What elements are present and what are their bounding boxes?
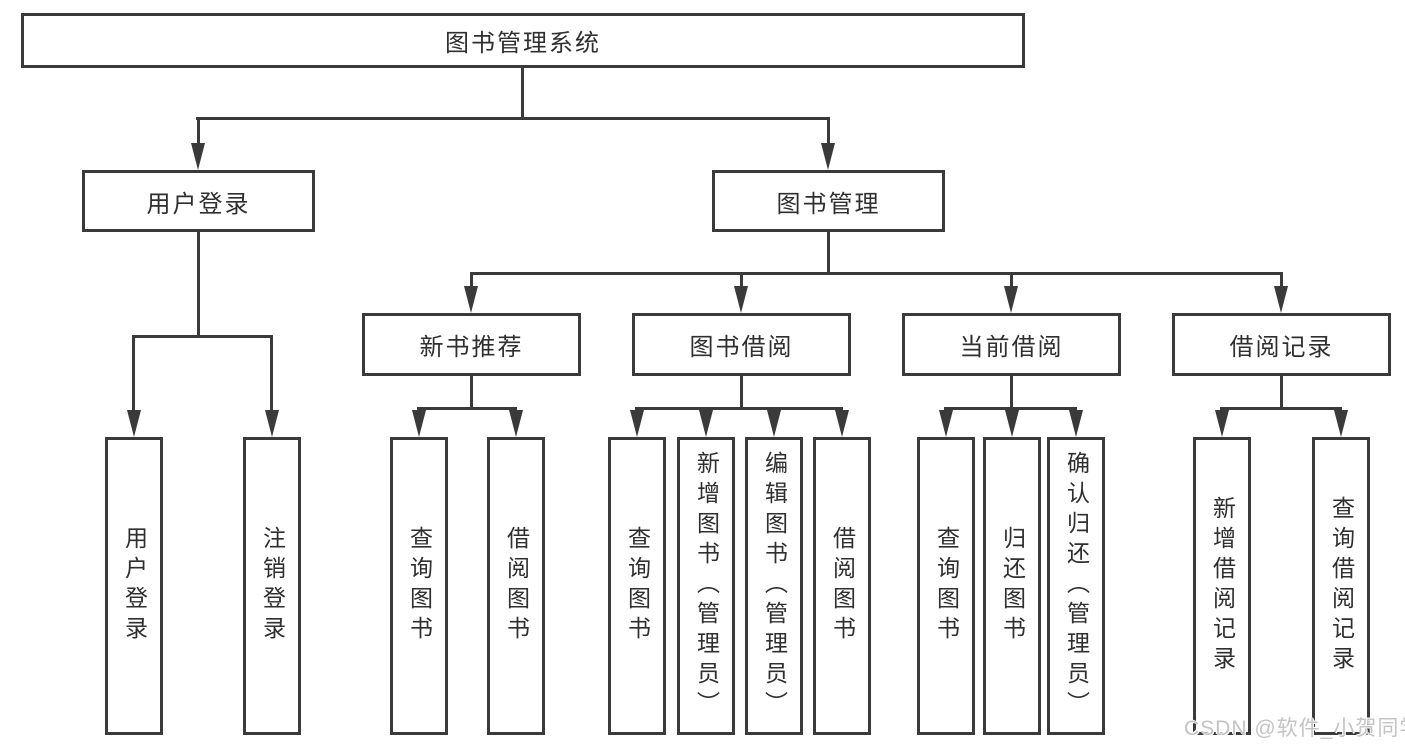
leaf-add-book-admin: 新增图书（管理员） [677, 437, 735, 735]
node-library-management-system: 图书管理系统 [21, 13, 1025, 68]
connector-book-mgmt-drop-3 [1010, 272, 1013, 289]
arrow-down-icon [464, 286, 478, 313]
arrow-down-icon [509, 410, 523, 437]
leaf-logout: 注销登录 [243, 437, 301, 735]
watermark: CSDN @软件_小贺同学 [1184, 717, 1405, 740]
connector-root-rail [196, 117, 830, 120]
node-current-borrowing: 当前借阅 [902, 313, 1121, 376]
connector-root-drop-left [197, 117, 200, 146]
leaf-query-books-1: 查询图书 [390, 437, 448, 735]
leaf-borrow-books-2: 借阅图书 [813, 437, 871, 735]
connector-new-book-rail [417, 407, 517, 410]
leaf-query-books-3: 查询图书 [917, 437, 975, 735]
arrow-down-icon [1069, 410, 1083, 437]
connector-borrowing-rail [635, 407, 843, 410]
arrow-down-icon [127, 410, 141, 437]
connector-new-book-stub [470, 376, 473, 410]
connector-borrowing-stub [740, 376, 743, 410]
connector-root-stub [521, 68, 524, 120]
connector-current-stub [1010, 376, 1013, 410]
connector-user-login-drop-2 [270, 335, 273, 413]
arrow-down-icon [1005, 410, 1019, 437]
leaf-confirm-return-admin: 确认归还（管理员） [1047, 437, 1105, 735]
connector-book-mgmt-stub [827, 232, 830, 275]
arrow-down-icon [1004, 286, 1018, 313]
node-book-management: 图书管理 [712, 170, 945, 232]
connector-book-mgmt-drop-2 [740, 272, 743, 289]
arrow-down-icon [265, 410, 279, 437]
leaf-add-borrow-record: 新增借阅记录 [1193, 437, 1251, 735]
node-borrowing-records: 借阅记录 [1172, 313, 1391, 376]
connector-records-stub [1280, 376, 1283, 410]
arrow-down-icon [191, 143, 205, 170]
node-new-book-recommend: 新书推荐 [362, 313, 581, 376]
arrow-down-icon [939, 410, 953, 437]
leaf-query-borrow-record: 查询借阅记录 [1312, 437, 1370, 735]
arrow-down-icon [821, 143, 835, 170]
node-book-borrowing: 图书借阅 [632, 313, 851, 376]
connector-root-drop-right [827, 117, 830, 146]
leaf-edit-book-admin: 编辑图书（管理员） [745, 437, 803, 735]
arrow-down-icon [699, 410, 713, 437]
arrow-down-icon [734, 286, 748, 313]
connector-book-mgmt-drop-4 [1280, 272, 1283, 289]
connector-book-mgmt-drop-1 [470, 272, 473, 289]
arrow-down-icon [767, 410, 781, 437]
node-user-login: 用户登录 [82, 170, 315, 232]
connector-records-rail [1220, 407, 1342, 410]
arrow-down-icon [630, 410, 644, 437]
arrow-down-icon [412, 410, 426, 437]
arrow-down-icon [1215, 410, 1229, 437]
leaf-borrow-books-1: 借阅图书 [487, 437, 545, 735]
leaf-user-login: 用户登录 [105, 437, 163, 735]
arrow-down-icon [1274, 286, 1288, 313]
connector-user-login-stub [197, 232, 200, 338]
connector-book-mgmt-rail [470, 272, 1283, 275]
connector-user-login-drop-1 [132, 335, 135, 413]
leaf-query-books-2: 查询图书 [608, 437, 666, 735]
connector-user-login-rail [132, 335, 273, 338]
leaf-return-books: 归还图书 [983, 437, 1041, 735]
arrow-down-icon [835, 410, 849, 437]
arrow-down-icon [1334, 410, 1348, 437]
